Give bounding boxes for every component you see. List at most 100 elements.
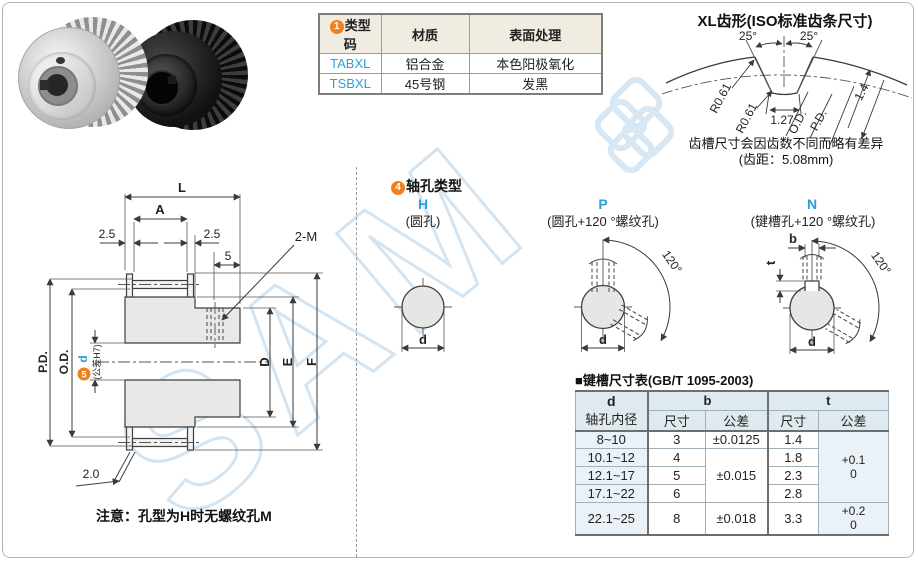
kw-t-size: 2.8 xyxy=(766,484,819,503)
dim-tap-pos: 5 xyxy=(225,249,232,263)
dim-tap: 2-M xyxy=(295,229,317,244)
kw-t-size: 3.3 xyxy=(766,502,819,536)
tooth-note-line1: 齿槽尺寸会因齿数不同而略有差异 xyxy=(688,136,884,151)
kw-t-size: 1.4 xyxy=(766,430,819,449)
kw-t-tol: +0.2 0 xyxy=(818,502,889,536)
table-row: TABXL 铝合金 本色阳极氧化 xyxy=(318,53,603,74)
dim-E: E xyxy=(280,357,295,366)
hole-n-angle: 120° xyxy=(868,249,894,278)
type-table-col-finish: 表面处理 xyxy=(468,13,603,54)
dim-pd: P.D. xyxy=(36,351,50,373)
dim-A: A xyxy=(155,202,165,217)
tooth-width: 1.27 xyxy=(770,113,794,127)
dim-right-offset: 2.5 xyxy=(204,227,221,241)
hole-n-code: N xyxy=(807,196,817,212)
material: 45号钢 xyxy=(380,73,470,95)
kw-d-range: 10.1~12 xyxy=(575,448,648,467)
tooth-centerlines xyxy=(661,36,913,99)
hole-n-d: d xyxy=(808,334,816,349)
table-row: 17.1~22 6 2.8 xyxy=(575,484,889,503)
kw-b-tol-label: 公差 xyxy=(705,409,768,432)
kw-col-b: b xyxy=(646,390,768,411)
pulley-drawing: L A 2.5 2.5 5 2-M P.D. O.D. 5 d (公差H7) D… xyxy=(36,180,323,487)
dim-left-offset: 2.5 xyxy=(99,227,116,241)
dim-D: D xyxy=(257,357,272,366)
type-table-col-material: 材质 xyxy=(380,13,470,54)
hole-p-angle: 120° xyxy=(659,248,685,277)
hole-type-n: N (键槽孔+120 °螺纹孔) xyxy=(751,196,894,354)
kw-d-range: 17.1~22 xyxy=(575,484,648,503)
dim-F: F xyxy=(304,358,319,366)
finish: 发黑 xyxy=(468,73,603,95)
kw-b-tol: ±0.015 xyxy=(705,448,768,503)
hole-n-t: t xyxy=(763,260,778,265)
section-divider xyxy=(356,167,357,557)
tooth-profile-title: XL齿形(ISO标准齿条尺寸) xyxy=(697,13,873,30)
dim-od: O.D. xyxy=(57,350,71,375)
bore-tol: (公差H7) xyxy=(91,344,102,380)
kw-t-tol: +0.1 0 xyxy=(818,430,889,503)
hole-type-diagrams: H (圆孔) d P (圆孔+120 °螺纹孔) xyxy=(394,196,894,354)
kw-t-size: 1.8 xyxy=(766,448,819,467)
kw-col-t: t xyxy=(766,390,889,411)
dimension-lines xyxy=(50,194,323,451)
type-table-col-code: 类型码 xyxy=(343,18,371,52)
hole-h-d: d xyxy=(419,332,427,347)
type-code: TABXL xyxy=(318,53,382,74)
hole-p-code: P xyxy=(598,196,607,212)
silver-pulley-keyway xyxy=(40,80,49,90)
kw-t-size: 2.3 xyxy=(766,466,819,485)
black-pulley-keyway xyxy=(168,76,176,84)
kw-t-tol-label: 公差 xyxy=(818,409,889,432)
kw-d-range: 12.1~17 xyxy=(575,466,648,485)
silver-pulley-bore-hole xyxy=(46,74,68,96)
hole-type-h: H (圆孔) d xyxy=(394,196,452,352)
kw-b-size: 6 xyxy=(646,484,706,503)
kw-b-size: 3 xyxy=(646,430,706,449)
table-row: TSBXL 45号钢 发黑 xyxy=(318,73,603,95)
hole-type-p: P (圆孔+120 °螺纹孔) xyxy=(547,196,685,352)
kw-b-size: 5 xyxy=(646,466,706,485)
table-row: 8~10 3 ±0.0125 1.4 +0.1 0 xyxy=(575,430,889,503)
tooth-angle-left: 25° xyxy=(739,29,757,43)
dim-L: L xyxy=(178,180,186,195)
kw-d-range: 22.1~25 xyxy=(575,502,648,536)
kw-b-tol: ±0.0125 xyxy=(705,430,768,449)
kw-b-size: 8 xyxy=(646,502,706,536)
kw-col-d-sub: 轴孔内径 xyxy=(585,412,638,428)
tooth-radius-right: R0.61 xyxy=(733,100,761,135)
finish: 本色阳极氧化 xyxy=(468,53,603,74)
hole-types-title: 轴孔类型 xyxy=(406,178,462,194)
hole-p-d: d xyxy=(599,332,607,347)
product-photo xyxy=(10,8,310,158)
bore-badge-number: 5 xyxy=(81,370,86,380)
kw-b-size: 4 xyxy=(646,448,706,467)
kw-b-tol: ±0.018 xyxy=(705,502,768,536)
keyway-table-title: ■键槽尺寸表(GB/T 1095-2003) xyxy=(575,373,754,388)
keyway-table: d 轴孔内径 b t 尺寸 公差 尺寸 公差 8~10 3 ±0.0125 1.… xyxy=(575,390,889,536)
hole-n-b: b xyxy=(789,231,797,246)
dimension-arrows xyxy=(46,193,321,451)
tooth-radius-left: R0.61 xyxy=(707,80,735,115)
flange-callout xyxy=(75,451,136,487)
dim-flange-t: 2.0 xyxy=(83,467,100,481)
tooth-pd-label: P.D. xyxy=(807,107,830,133)
pulley-centerlines xyxy=(97,284,268,443)
hole-h-code: H xyxy=(418,196,428,212)
tooth-profile-note: 齿槽尺寸会因齿数不同而略有差异 (齿距：5.08mm) xyxy=(655,136,917,168)
tooth-note-line2: (齿距：5.08mm) xyxy=(738,152,834,167)
tap-hole-hidden-lines xyxy=(206,308,224,343)
hole-types-badge: 4 xyxy=(391,181,405,195)
type-code: TSBXL xyxy=(318,73,382,95)
tooth-depth: 1.4 xyxy=(851,81,871,103)
hole-p-desc: (圆孔+120 °螺纹孔) xyxy=(547,214,659,229)
tooth-dim-lines xyxy=(731,39,885,146)
kw-d-range: 8~10 xyxy=(575,430,648,449)
kw-col-d: d xyxy=(606,393,616,410)
bore-badge xyxy=(77,367,91,381)
table-row: 22.1~25 8 ±0.018 3.3 +0.2 0 xyxy=(575,502,889,536)
drawing-note: 注意：孔型为H时无螺纹孔M xyxy=(96,508,272,524)
